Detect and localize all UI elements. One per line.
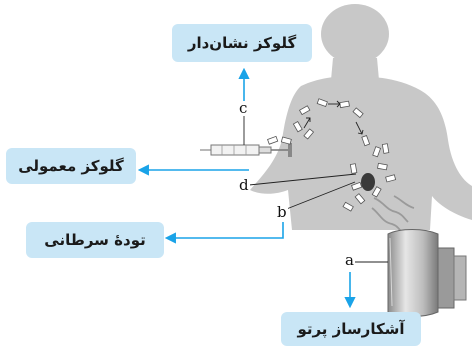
tracer-glucose-label: گلوکز نشان‌دار xyxy=(172,24,312,62)
label-letter-a: a xyxy=(344,251,355,269)
glucose-molecules xyxy=(267,98,397,212)
syringe xyxy=(200,143,292,157)
normal-glucose-label: گلوکز معمولی xyxy=(6,148,136,184)
label-letter-b: b xyxy=(276,203,288,221)
detector-scanner xyxy=(387,229,467,317)
detector-label: آشکارساز پرتو xyxy=(281,312,421,346)
label-letter-c: c xyxy=(238,99,249,117)
tumor-label: تودهٔ سرطانی xyxy=(26,222,164,258)
human-silhouette xyxy=(250,4,472,230)
flow-arrows xyxy=(303,100,364,135)
leader-lines xyxy=(243,116,388,263)
label-arrows xyxy=(137,67,356,309)
tumor-mass xyxy=(361,173,375,191)
label-letter-d: d xyxy=(238,176,250,194)
